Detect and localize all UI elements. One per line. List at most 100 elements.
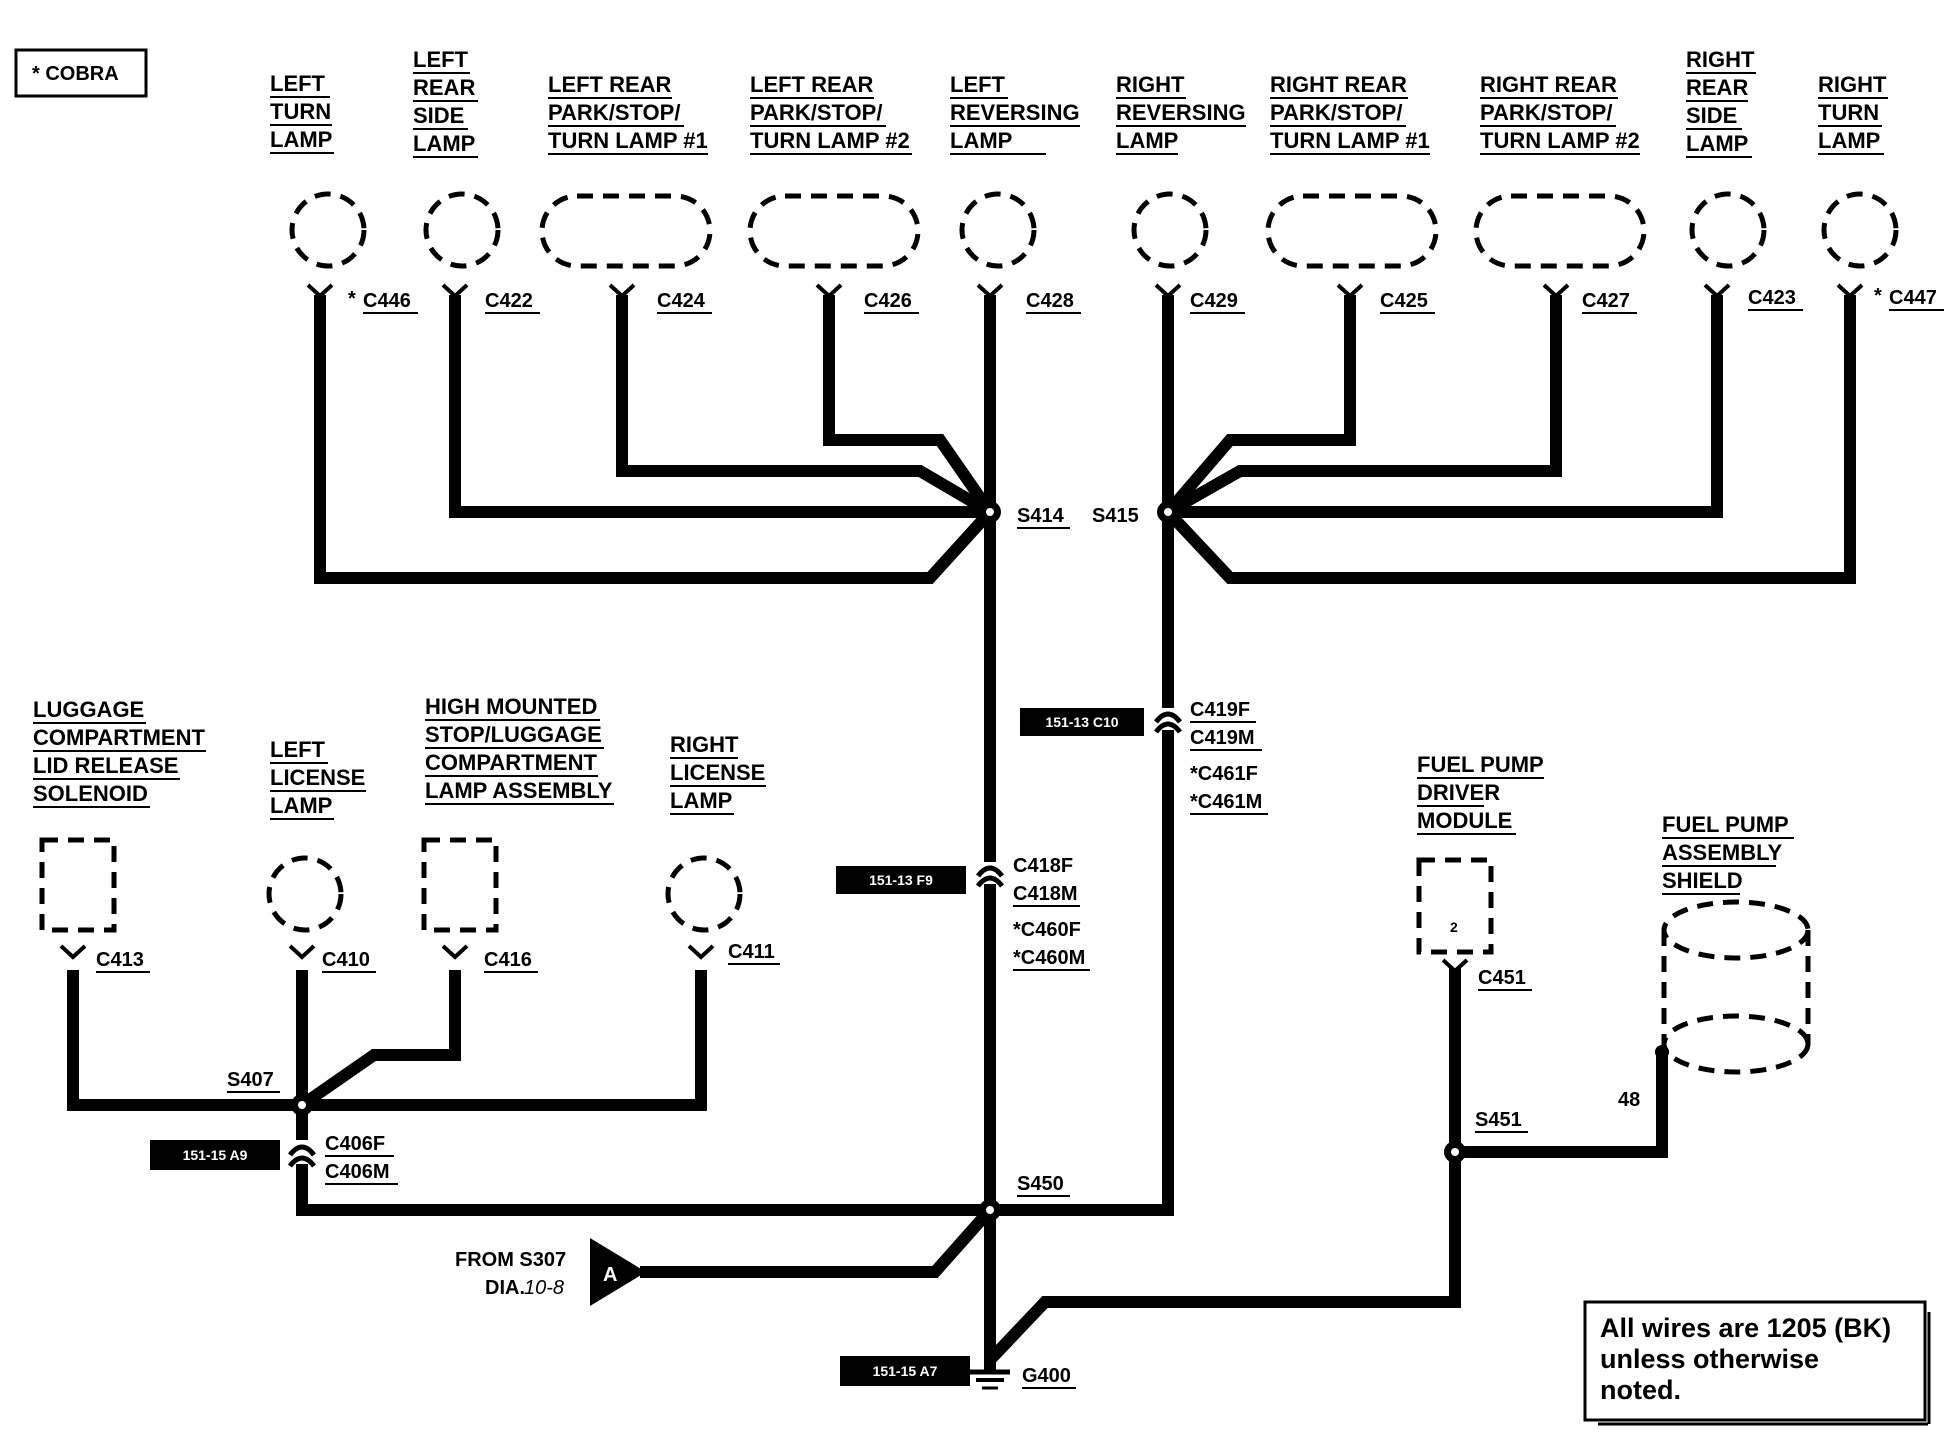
left-rear-park-2-lamp-icon [747, 193, 921, 269]
svg-text:DRIVER: DRIVER [1417, 780, 1500, 805]
svg-text:RIGHT: RIGHT [1686, 47, 1755, 72]
svg-text:MODULE: MODULE [1417, 808, 1512, 833]
inline-connector-c419 [1153, 708, 1183, 734]
label-right-rear-side-lamp: RIGHT REAR SIDE LAMP [1686, 47, 1756, 158]
svg-text:LEFT: LEFT [413, 47, 469, 72]
svg-text:RIGHT: RIGHT [1818, 72, 1887, 97]
svg-text:*C460M: *C460M [1013, 947, 1085, 969]
label-right-license-lamp: RIGHT LICENSE LAMP [670, 732, 766, 815]
svg-text:PARK/STOP/: PARK/STOP/ [750, 100, 882, 125]
svg-text:LAMP: LAMP [1818, 128, 1880, 153]
left-rear-side-lamp-icon [423, 191, 501, 269]
svg-text:151-13 C10: 151-13 C10 [1045, 714, 1118, 730]
svg-text:FUEL PUMP: FUEL PUMP [1662, 812, 1789, 837]
right-rear-side-lamp-icon [1689, 191, 1767, 269]
svg-text:*: * [348, 288, 356, 310]
right-rear-park-2-lamp-icon [1473, 193, 1647, 269]
svg-text:C424: C424 [657, 290, 706, 312]
left-turn-lamp-icon [289, 191, 367, 269]
label-c406: C406F C406M [325, 1133, 398, 1185]
svg-text:REVERSING: REVERSING [1116, 100, 1246, 125]
svg-text:All wires are 1205 (BK): All wires are 1205 (BK) [1600, 1313, 1891, 1343]
left-license-lamp-icon [266, 855, 344, 933]
module-pin-number: 2 [1450, 919, 1458, 935]
svg-text:LICENSE: LICENSE [270, 765, 365, 790]
svg-text:SIDE: SIDE [1686, 103, 1737, 128]
svg-text:C446: C446 [363, 290, 411, 312]
svg-text:unless otherwise: unless otherwise [1600, 1344, 1819, 1374]
svg-text:REVERSING: REVERSING [950, 100, 1080, 125]
connector-c411-label: C411 [728, 941, 775, 963]
left-reversing-lamp-icon [959, 191, 1037, 269]
svg-text:C423: C423 [1748, 287, 1796, 309]
label-right-turn-lamp: RIGHT TURN LAMP [1818, 72, 1888, 155]
svg-text:LEFT: LEFT [270, 71, 326, 96]
svg-text:LEFT REAR: LEFT REAR [548, 72, 672, 97]
svg-text:C419M: C419M [1190, 727, 1254, 749]
svg-text:LAMP: LAMP [1116, 128, 1178, 153]
svg-text:C428: C428 [1026, 290, 1074, 312]
ground-g400-label: G400 [1022, 1365, 1071, 1387]
page-ref-c419: 151-13 C10 [1020, 708, 1144, 736]
inline-connector-c406 [287, 1140, 317, 1168]
svg-text:TURN LAMP #1: TURN LAMP #1 [1270, 128, 1430, 153]
svg-text:S450: S450 [1017, 1173, 1064, 1195]
from-s307-reference: FROM S307 DIA. 10-8 A [455, 1238, 646, 1306]
svg-text:FROM S307: FROM S307 [455, 1249, 566, 1271]
svg-text:COMPARTMENT: COMPARTMENT [425, 750, 597, 775]
svg-text:ASSEMBLY: ASSEMBLY [1662, 840, 1783, 865]
svg-text:SHIELD: SHIELD [1662, 868, 1743, 893]
label-fuel-pump-driver: FUEL PUMP DRIVER MODULE [1417, 752, 1544, 835]
svg-text:C426: C426 [864, 290, 912, 312]
page-ref-g400: 151-15 A7 [840, 1356, 970, 1386]
label-right-rear-park-2: RIGHT REAR PARK/STOP/ TURN LAMP #2 [1480, 72, 1640, 155]
ground-g400: G400 [970, 1355, 1076, 1390]
label-fuel-pump-shield: FUEL PUMP ASSEMBLY SHIELD [1662, 812, 1794, 895]
svg-text:RIGHT: RIGHT [670, 732, 739, 757]
svg-text:C418M: C418M [1013, 883, 1077, 905]
label-left-reversing-lamp: LEFT REVERSING LAMP [950, 72, 1080, 155]
svg-text:*C461F: *C461F [1190, 763, 1258, 785]
svg-text:RIGHT: RIGHT [1116, 72, 1185, 97]
svg-text:LICENSE: LICENSE [670, 760, 765, 785]
splices [291, 501, 1669, 1221]
svg-text:REAR: REAR [1686, 75, 1748, 100]
svg-text:SOLENOID: SOLENOID [33, 781, 148, 806]
wire-color-note: All wires are 1205 (BK) unless otherwise… [1583, 1300, 1931, 1426]
left-rear-park-1-lamp-icon [539, 193, 713, 269]
svg-text:LAMP: LAMP [413, 131, 475, 156]
connector-c413-label: C413 [96, 949, 144, 971]
svg-text:A: A [603, 1264, 617, 1286]
fuel-pump-shield-icon [1661, 899, 1811, 1075]
svg-text:C447: C447 [1889, 287, 1937, 309]
svg-text:STOP/LUGGAGE: STOP/LUGGAGE [425, 722, 602, 747]
svg-text:TURN: TURN [1818, 100, 1879, 125]
svg-text:LAMP: LAMP [270, 793, 332, 818]
svg-text:TURN LAMP #1: TURN LAMP #1 [548, 128, 708, 153]
label-right-reversing-lamp: RIGHT REVERSING LAMP [1116, 72, 1246, 155]
connector-forks-top [59, 283, 1864, 974]
label-left-license-lamp: LEFT LICENSE LAMP [270, 737, 366, 820]
svg-text:RIGHT REAR: RIGHT REAR [1270, 72, 1407, 97]
svg-text:TURN: TURN [270, 99, 331, 124]
svg-text:C406F: C406F [325, 1133, 385, 1155]
connector-c416-label: C416 [484, 949, 532, 971]
svg-text:10-8: 10-8 [524, 1277, 564, 1299]
svg-text:DIA.: DIA. [485, 1277, 525, 1299]
svg-text:LEFT: LEFT [270, 737, 326, 762]
svg-text:noted.: noted. [1600, 1375, 1681, 1405]
svg-text:C427: C427 [1582, 290, 1630, 312]
svg-text:C422: C422 [485, 290, 533, 312]
connector-labels-top: * C446 C422 C424 C426 C428 C429 C425 C42… [348, 285, 1944, 314]
page-ref-c406: 151-15 A9 [150, 1140, 280, 1170]
svg-text:REAR: REAR [413, 75, 475, 100]
svg-text:LUGGAGE: LUGGAGE [33, 697, 144, 722]
svg-text:LAMP: LAMP [1686, 131, 1748, 156]
svg-text:C406M: C406M [325, 1161, 389, 1183]
page-ref-c418: 151-13 F9 [836, 866, 966, 894]
cobra-legend: * COBRA [14, 48, 148, 98]
label-left-rear-park-1: LEFT REAR PARK/STOP/ TURN LAMP #1 [548, 72, 708, 155]
svg-text:PARK/STOP/: PARK/STOP/ [1270, 100, 1402, 125]
svg-text:SIDE: SIDE [413, 103, 464, 128]
svg-text:151-13 F9: 151-13 F9 [869, 872, 933, 888]
